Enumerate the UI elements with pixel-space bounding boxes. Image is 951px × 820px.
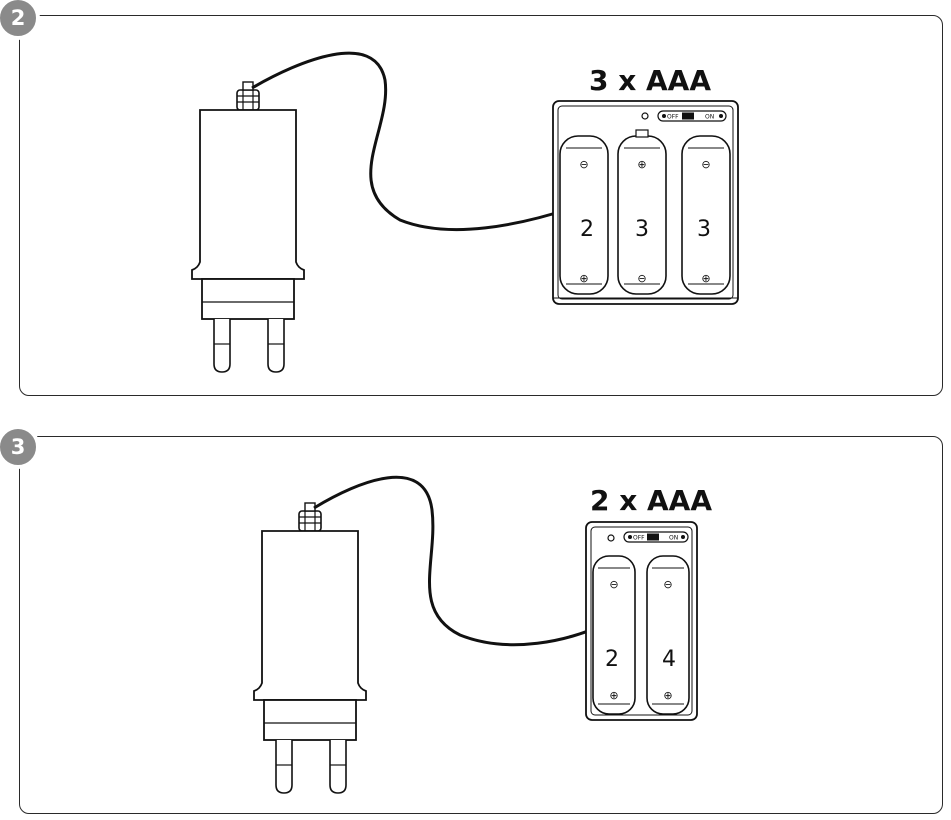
svg-text:OFF: OFF (667, 114, 679, 121)
step-3-cell-1: ⊖ 2 ⊕ (592, 555, 636, 715)
step-2-cable (251, 51, 573, 232)
step-2-cell-2-label: 3 (635, 217, 649, 242)
svg-text:⊕: ⊕ (609, 689, 618, 702)
svg-text:⊕: ⊕ (637, 158, 646, 171)
step-2-battery-label: 3 x AAA (589, 64, 711, 97)
step-3-panel (19, 436, 943, 814)
svg-text:⊖: ⊖ (637, 272, 646, 285)
svg-text:⊕: ⊕ (579, 272, 588, 285)
svg-text:⊕: ⊕ (701, 272, 710, 285)
step-2-cell-2: ⊕ 3 ⊖ (617, 129, 667, 295)
step-3-cell-1-label: 2 (605, 647, 619, 672)
step-2-cell-1: ⊖ 2 ⊕ (559, 135, 609, 295)
step-3-battery-box: OFF ON ⊖ 2 ⊕ ⊖ 4 ⊕ (585, 521, 698, 721)
step-2-battery-box: OFF ON ⊖ 2 ⊕ ⊕ 3 ⊖ ⊖ 3 (552, 100, 739, 305)
step-3-cell-2-label: 4 (662, 647, 676, 672)
svg-text:OFF: OFF (633, 535, 645, 542)
step-3-badge: 3 (0, 425, 40, 469)
svg-text:⊕: ⊕ (663, 689, 672, 702)
svg-text:⊖: ⊖ (663, 578, 672, 591)
step-3-adapter (253, 502, 367, 794)
svg-text:⊖: ⊖ (609, 578, 618, 591)
step-3-power-switch[interactable]: OFF ON (623, 531, 689, 543)
step-2-cell-1-label: 2 (580, 217, 594, 242)
step-3-cell-2: ⊖ 4 ⊕ (646, 555, 690, 715)
svg-text:ON: ON (705, 114, 714, 121)
step-2-cell-3-label: 3 (697, 217, 711, 242)
svg-text:ON: ON (669, 535, 678, 542)
step-2-cell-3: ⊖ 3 ⊕ (681, 135, 731, 295)
step-2-power-switch[interactable]: OFF ON (657, 110, 727, 122)
step-2-panel (19, 15, 943, 396)
svg-text:⊖: ⊖ (701, 158, 710, 171)
step-3-cable (313, 475, 601, 647)
svg-text:⊖: ⊖ (579, 158, 588, 171)
step-2-adapter (191, 81, 305, 373)
step-2-badge: 2 (0, 0, 40, 40)
step-3-battery-label: 2 x AAA (590, 484, 712, 517)
